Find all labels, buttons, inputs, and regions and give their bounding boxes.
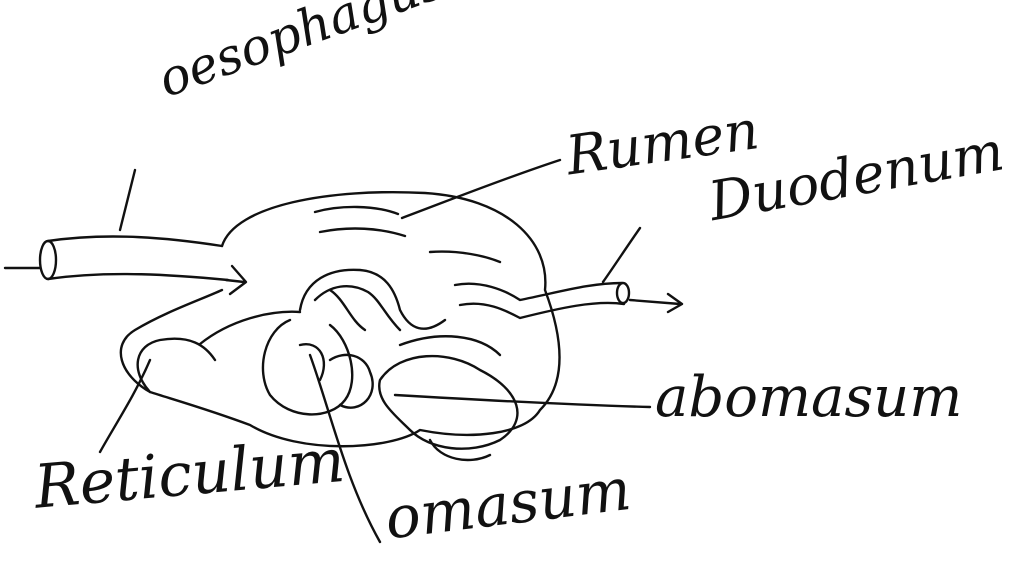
- leader-reticulum: [100, 360, 150, 452]
- leader-oesophagus: [120, 170, 135, 230]
- omasum-outline: [263, 320, 352, 414]
- leader-duodenum: [603, 228, 640, 282]
- duodenum-tube: [455, 283, 682, 318]
- label-abomasum: abomasum: [655, 370, 962, 426]
- oesophagus-tube: [5, 237, 246, 294]
- leader-abomasum: [395, 395, 650, 407]
- leader-rumen: [402, 160, 560, 218]
- reticulum-outline: [138, 339, 215, 392]
